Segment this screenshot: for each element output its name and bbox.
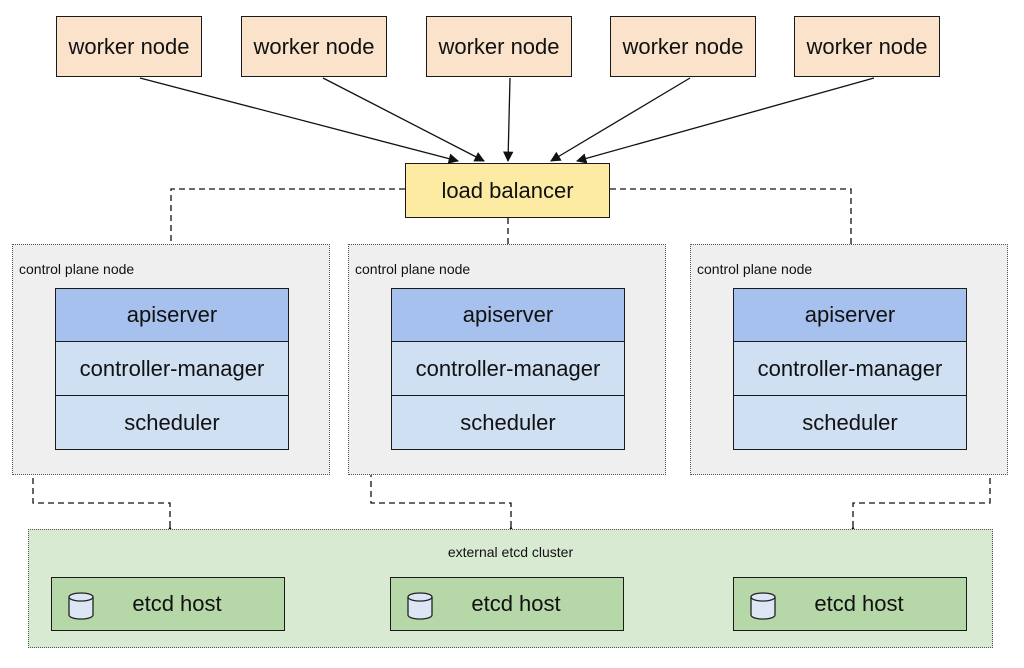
control-plane-node-3: control plane node apiserver controller-… [690, 244, 1008, 475]
scheduler: scheduler [391, 396, 625, 450]
controller-manager: controller-manager [391, 342, 625, 396]
worker-node-4: worker node [610, 16, 756, 77]
control-plane-label: control plane node [19, 261, 135, 277]
worker-to-lb-arrow-3 [503, 77, 514, 163]
control-plane-label: control plane node [697, 261, 813, 277]
etcd-host-1: etcd host [51, 577, 285, 631]
load-balancer: load balancer [405, 163, 610, 218]
worker-node-1: worker node [56, 16, 202, 77]
etcd-cluster: external etcd cluster etcd host etcd hos… [28, 529, 993, 648]
apiserver: apiserver [55, 288, 289, 342]
database-cylinder-icon [750, 592, 776, 620]
control-plane-node-1: control plane node apiserver controller-… [12, 244, 330, 475]
control-plane-label: control plane node [355, 261, 471, 277]
controller-manager: controller-manager [733, 342, 967, 396]
scheduler: scheduler [55, 396, 289, 450]
worker-node-5: worker node [794, 16, 940, 77]
database-cylinder-icon [407, 592, 433, 620]
controller-manager: controller-manager [55, 342, 289, 396]
worker-to-lb-arrow-2 [322, 77, 485, 162]
worker-node-3: worker node [426, 16, 572, 77]
lb-to-apiserver-3-line [610, 188, 852, 289]
etcd-host-label: etcd host [814, 591, 904, 616]
scheduler: scheduler [733, 396, 967, 450]
apiserver: apiserver [733, 288, 967, 342]
database-cylinder-icon [68, 592, 94, 620]
etcd-host-label: etcd host [471, 591, 561, 616]
etcd-loop-2-line [370, 310, 517, 537]
control-plane-node-2: control plane node apiserver controller-… [348, 244, 666, 475]
etcd-cluster-label: external etcd cluster [447, 544, 574, 560]
worker-to-lb-arrow-5 [575, 77, 875, 164]
apiserver: apiserver [391, 288, 625, 342]
etcd-host-2: etcd host [390, 577, 624, 631]
worker-to-lb-arrow-1 [139, 77, 460, 164]
worker-to-lb-arrow-4 [550, 77, 691, 162]
etcd-host-label: etcd host [132, 591, 222, 616]
worker-node-2: worker node [241, 16, 387, 77]
etcd-host-3: etcd host [733, 577, 967, 631]
